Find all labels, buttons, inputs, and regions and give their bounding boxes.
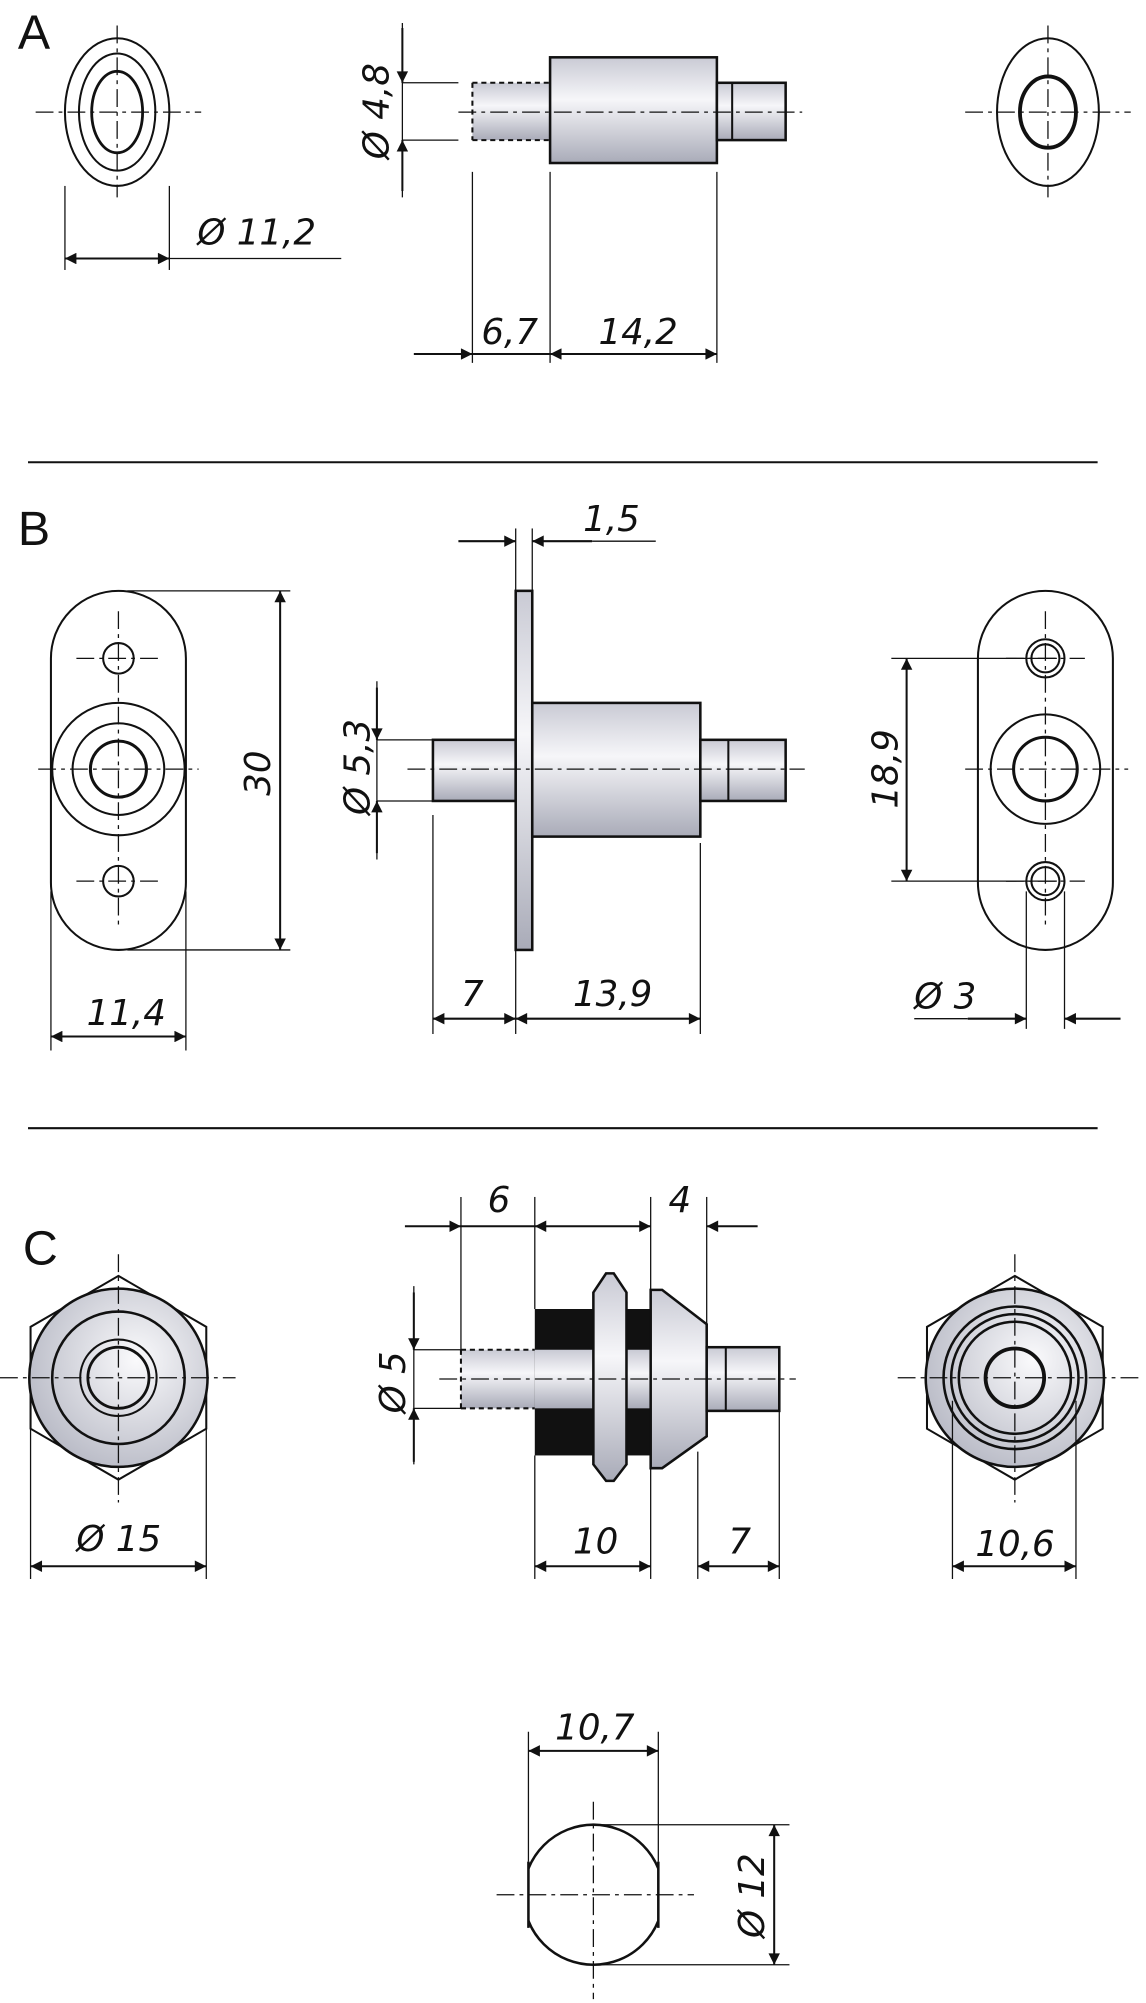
section-label-c: C — [23, 1221, 58, 1275]
side-view-a: Ø 4,8 6,7 14,2 — [356, 22, 803, 363]
dim-c-flange-length: 4 — [669, 1180, 692, 1221]
section-b: B 30 11,4 1,5 — [18, 499, 1129, 1051]
dim-b-flange: 1,5 — [583, 499, 640, 540]
dim-cam-diameter: Ø 12 — [732, 1853, 773, 1940]
dim-b-width: 11,4 — [87, 993, 166, 1034]
section-a: A Ø 11,2 Ø 4,8 6,7 — [18, 5, 1131, 363]
front-view-b: 30 11,4 — [38, 589, 291, 1051]
dim-a-shaft-diameter: Ø 4,8 — [356, 63, 397, 161]
back-view-c: 10,6 — [897, 1254, 1140, 1579]
dim-b-shaft-length: 7 — [461, 974, 484, 1015]
dim-a-body-length: 14,2 — [598, 312, 677, 353]
dim-c-shaft-length: 6 — [488, 1180, 511, 1221]
front-view-a: Ø 11,2 — [35, 25, 342, 270]
back-view-a — [965, 25, 1131, 198]
dim-c-pin-length: 7 — [728, 1521, 751, 1562]
section-c: C Ø 15 Ø 5 — [0, 1180, 1140, 1579]
side-view-b: 1,5 Ø 5,3 7 13,9 — [337, 499, 805, 1034]
section-label-a: A — [18, 5, 51, 59]
dim-b-height: 30 — [238, 750, 279, 795]
dim-a-front-diameter: Ø 11,2 — [195, 213, 316, 254]
cam-view: 10,7 Ø 12 — [496, 1707, 790, 2000]
dim-b-shaft-diameter: Ø 5,3 — [337, 719, 378, 817]
dim-c-hex-diameter: Ø 15 — [74, 1519, 161, 1560]
dim-c-thread-length: 10 — [573, 1521, 618, 1562]
dim-c-back-width: 10,6 — [975, 1524, 1054, 1565]
side-view-c: Ø 5 6 4 10 7 — [373, 1180, 796, 1579]
dim-a-shaft-length: 6,7 — [481, 312, 538, 353]
dim-b-hole-spacing: 18,9 — [866, 729, 907, 808]
front-view-c: Ø 15 — [0, 1254, 236, 1579]
dim-c-shaft-diameter: Ø 5 — [373, 1351, 414, 1415]
back-view-b: 18,9 Ø 3 — [866, 589, 1129, 1029]
dim-b-hole-diameter: Ø 3 — [912, 977, 976, 1018]
section-label-b: B — [18, 502, 50, 556]
dim-b-body-length: 13,9 — [573, 974, 652, 1015]
dim-cam-width: 10,7 — [555, 1707, 635, 1748]
